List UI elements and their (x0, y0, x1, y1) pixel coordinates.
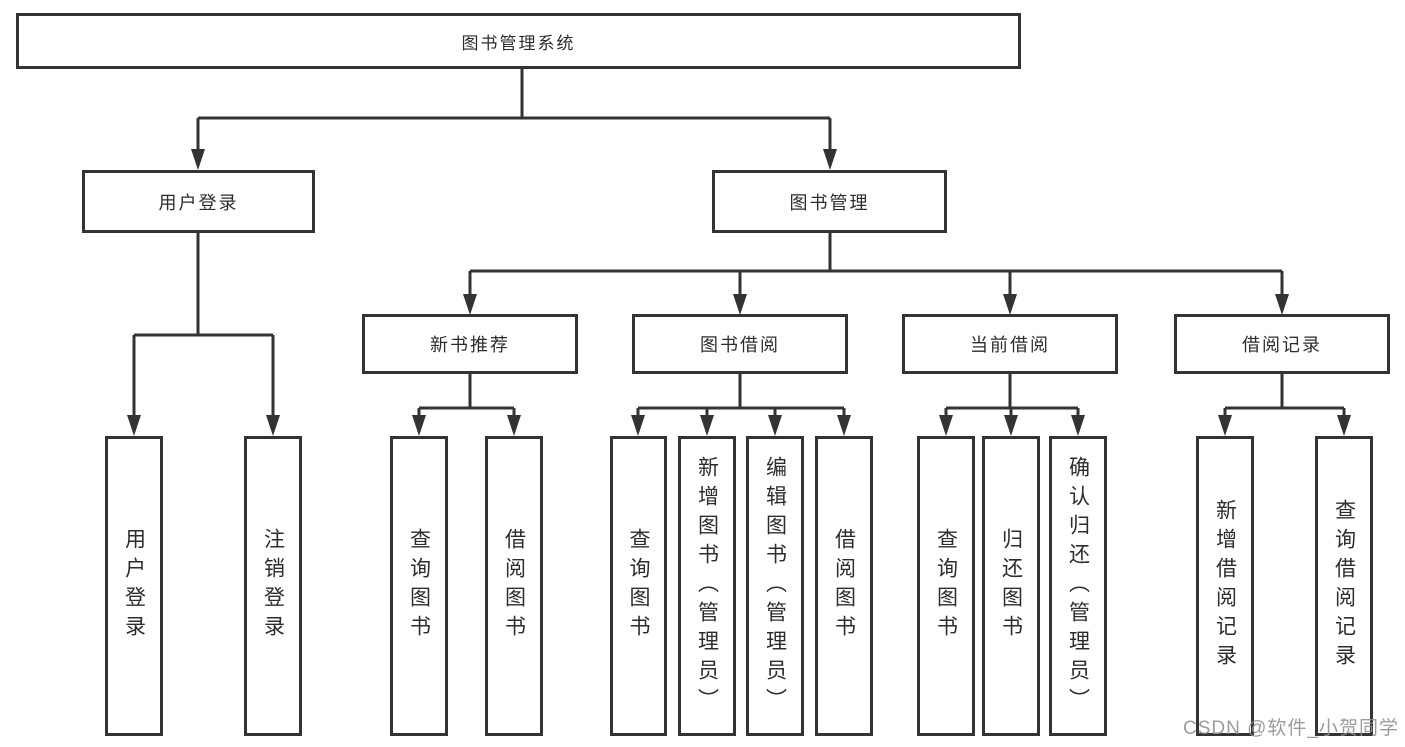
arrowhead (127, 415, 141, 436)
arrowhead (463, 294, 477, 315)
leaf-query-book-2-label: 查询图书 (627, 528, 650, 644)
node-root-label: 图书管理系统 (461, 33, 576, 53)
edge-borrow-record-to-leaves (1218, 374, 1351, 436)
leaf-query-borrow-record: 查询借阅记录 (1315, 436, 1373, 736)
leaf-add-borrow-record: 新增借阅记录 (1196, 436, 1254, 736)
arrowhead (631, 415, 645, 436)
leaf-logout: 注销登录 (244, 436, 302, 736)
leaf-logout-label: 注销登录 (261, 528, 285, 644)
leaf-borrow-book-1: 借阅图书 (485, 436, 543, 736)
leaf-return-book: 归还图书 (982, 436, 1040, 736)
leaf-user-login: 用户登录 (105, 436, 163, 736)
node-book-borrow: 图书借阅 (632, 314, 848, 374)
edge-new-book-rec-to-leaves (412, 374, 521, 436)
node-new-book-rec: 新书推荐 (362, 314, 578, 374)
leaf-add-borrow-record-label: 新增借阅记录 (1213, 499, 1237, 673)
leaf-edit-book-label: 编辑图书（管理员） (763, 455, 787, 717)
leaf-query-book-3: 查询图书 (917, 436, 975, 736)
leaf-query-book-1-label: 查询图书 (407, 528, 431, 644)
arrowhead (191, 149, 205, 170)
arrowhead (507, 415, 521, 436)
leaf-query-book-2: 查询图书 (610, 436, 667, 736)
node-current-borrow: 当前借阅 (902, 314, 1118, 374)
arrowhead (1337, 415, 1351, 436)
arrowhead (733, 294, 747, 315)
arrowhead (837, 415, 851, 436)
watermark: CSDN @软件_小贺同学 (1183, 718, 1399, 739)
node-book-borrow-label: 图书借阅 (700, 335, 780, 355)
arrowhead (700, 415, 714, 436)
leaf-borrow-book-1-label: 借阅图书 (502, 528, 526, 644)
edge-book-borrow-to-leaves (631, 374, 851, 436)
leaf-borrow-book-2: 借阅图书 (815, 436, 873, 736)
edge-root-to-level2 (191, 69, 837, 170)
arrowhead (1218, 415, 1232, 436)
arrowhead (1275, 294, 1289, 315)
arrowhead (266, 415, 280, 436)
arrowhead (939, 415, 953, 436)
node-book-mgmt-group-label: 图书管理 (789, 192, 870, 213)
leaf-add-book-label: 新增图书（管理员） (695, 455, 719, 717)
edge-book-mgmt-to-level3 (463, 233, 1289, 315)
arrowhead (823, 149, 837, 170)
edge-user-login-to-leaves (127, 233, 280, 436)
arrowhead (1071, 415, 1085, 436)
leaf-borrow-book-2-label: 借阅图书 (832, 528, 856, 644)
node-borrow-record-label: 借阅记录 (1242, 335, 1322, 355)
leaf-query-book-3-label: 查询图书 (934, 528, 958, 644)
arrowhead (768, 415, 782, 436)
node-book-mgmt-group: 图书管理 (712, 170, 947, 233)
leaf-user-login-label: 用户登录 (122, 528, 146, 644)
leaf-confirm-return: 确认归还（管理员） (1049, 436, 1107, 736)
arrowhead (1004, 415, 1018, 436)
node-new-book-rec-label: 新书推荐 (430, 335, 510, 355)
leaf-query-book-1: 查询图书 (390, 436, 448, 736)
node-current-borrow-label: 当前借阅 (970, 335, 1050, 355)
leaf-confirm-return-label: 确认归还（管理员） (1066, 455, 1090, 717)
node-root: 图书管理系统 (16, 13, 1021, 69)
leaf-edit-book: 编辑图书（管理员） (746, 436, 804, 736)
arrowhead (412, 415, 426, 436)
node-user-login-group: 用户登录 (82, 170, 315, 233)
edge-current-borrow-to-leaves (939, 374, 1085, 436)
leaf-return-book-label: 归还图书 (999, 528, 1023, 644)
node-user-login-group-label: 用户登录 (158, 192, 239, 213)
arrowhead (1003, 294, 1017, 315)
leaf-add-book: 新增图书（管理员） (678, 436, 736, 736)
node-borrow-record: 借阅记录 (1174, 314, 1390, 374)
leaf-query-borrow-record-label: 查询借阅记录 (1332, 499, 1356, 673)
